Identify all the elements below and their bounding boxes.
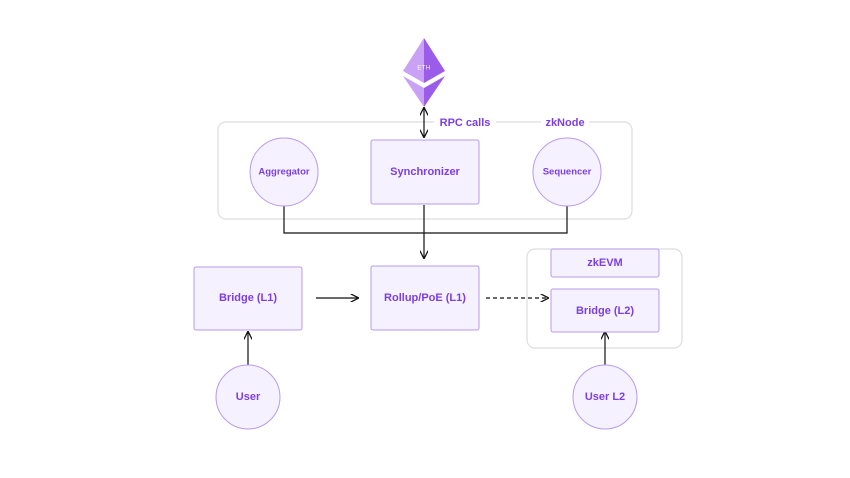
- rollup-label: Rollup/PoE (L1): [384, 292, 466, 304]
- bridge-l2-node: Bridge (L2): [550, 288, 660, 333]
- synchronizer-node: Synchronizer: [370, 139, 480, 205]
- rollup-node: Rollup/PoE (L1): [370, 265, 480, 331]
- rpc-calls-label: RPC calls: [440, 117, 491, 129]
- user-node: User: [215, 364, 281, 430]
- zknode-title: zkNode: [545, 117, 584, 129]
- user-l2-node: User L2: [572, 364, 638, 430]
- sequencer-label: Sequencer: [543, 167, 592, 178]
- zkevm-label: zkEVM: [587, 257, 622, 269]
- synchronizer-label: Synchronizer: [390, 166, 460, 178]
- sequencer-node: Sequencer: [532, 137, 602, 207]
- aggregator-node: Aggregator: [249, 137, 319, 207]
- bridge-l1-node: Bridge (L1): [193, 266, 303, 331]
- zkevm-node: zkEVM: [550, 248, 660, 278]
- zknode-bus-edge: [283, 206, 568, 234]
- user-label: User: [236, 391, 261, 403]
- bridge-l1-label: Bridge (L1): [219, 292, 277, 304]
- eth-label: ETH: [417, 66, 431, 72]
- bridge-l2-label: Bridge (L2): [576, 305, 634, 317]
- eth-logo-icon: ETH: [403, 38, 445, 107]
- aggregator-label: Aggregator: [258, 167, 310, 178]
- user-l2-label: User L2: [585, 391, 625, 403]
